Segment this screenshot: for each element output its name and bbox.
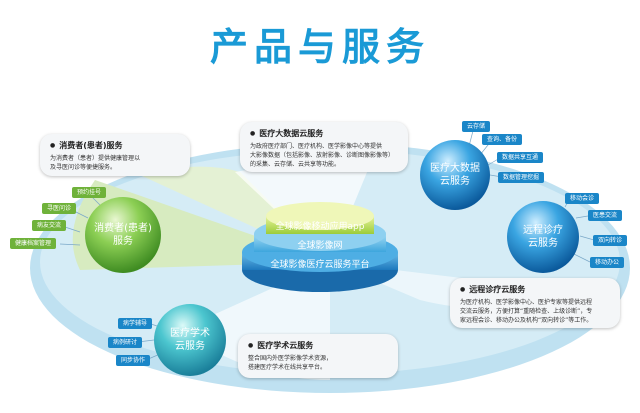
bigdata-card-title: 医疗大数据云服务 bbox=[250, 128, 398, 139]
tag-appointment: 预约挂号 bbox=[72, 187, 107, 198]
tag-patient-exchange: 病友交流 bbox=[32, 220, 67, 231]
tag-collaboration: 同步协作 bbox=[116, 355, 151, 366]
remote-card-desc-1: 为医疗机构、医学影像中心、医护专家等提供远程 bbox=[460, 299, 593, 306]
remote-sphere bbox=[507, 201, 579, 273]
tag-case-discussion: 病例研讨 bbox=[108, 337, 143, 348]
tag-query-backup: 查询、备份 bbox=[482, 134, 523, 145]
tag-data-mining: 数据管理挖掘 bbox=[498, 172, 545, 183]
tag-health-records: 健康档案管理 bbox=[10, 238, 57, 249]
remote-card-desc-2: 交流云服务，方便打算“重随检查、上级诊断”，专 bbox=[460, 308, 593, 315]
consumer-card-title: 消费者(患者)服务 bbox=[50, 140, 180, 151]
academic-sphere bbox=[154, 304, 226, 376]
tag-referral: 双向转诊 bbox=[593, 235, 628, 246]
academic-card-desc-1: 整合国内外医学影像学术资源， bbox=[248, 355, 333, 362]
consumer-sphere bbox=[85, 197, 161, 273]
remote-card: 远程诊疗云服务 为医疗机构、医学影像中心、医护专家等提供远程 交流云服务，方便打… bbox=[450, 278, 620, 328]
layer-label-cloud-platform: 全球影像医疗云服务平台 bbox=[270, 260, 370, 270]
tag-consultation: 寻医问诊 bbox=[42, 203, 77, 214]
consumer-card-desc-2: 及寻医问诊等便捷服务。 bbox=[50, 164, 117, 171]
tag-mobile-office: 移动办公 bbox=[590, 257, 625, 268]
academic-card: 医疗学术云服务 整合国内外医学影像学术资源， 搭建医疗学术在线共享平台。 bbox=[238, 334, 398, 378]
tag-data-sharing: 数据共享互通 bbox=[497, 152, 544, 163]
layer-label-app: 全球影像移动应用app bbox=[275, 222, 365, 232]
bigdata-card-desc-1: 为政府医疗部门、医疗机构、医学影像中心等提供 bbox=[250, 143, 383, 150]
bigdata-card-desc-2: 大影像数据（包括影像、放射影像、诊断图像影像等） bbox=[250, 152, 395, 159]
tag-mobile-consult: 移动会诊 bbox=[565, 193, 600, 204]
remote-card-title: 远程诊疗云服务 bbox=[460, 284, 610, 295]
bigdata-card-desc-3: 的采集、云存储、云共享等功能。 bbox=[250, 161, 341, 168]
tag-cloud-storage: 云存储 bbox=[462, 121, 491, 132]
consumer-card-desc-1: 为消费者（患者）提供健康管理以 bbox=[50, 155, 141, 162]
tag-doctor-patient: 医患交流 bbox=[588, 210, 623, 221]
bigdata-sphere bbox=[420, 140, 490, 210]
academic-card-desc-2: 搭建医疗学术在线共享平台。 bbox=[248, 364, 327, 371]
remote-card-desc-3: 家远程会诊、移动办公及机构“双向转诊”等工作。 bbox=[460, 317, 593, 324]
consumer-card: 消费者(患者)服务 为消费者（患者）提供健康管理以 及寻医问诊等便捷服务。 bbox=[40, 134, 190, 176]
tag-tutoring: 病学辅导 bbox=[118, 318, 153, 329]
bigdata-card: 医疗大数据云服务 为政府医疗部门、医疗机构、医学影像中心等提供 大影像数据（包括… bbox=[240, 122, 408, 172]
page-title: 产品与服务 bbox=[209, 25, 430, 69]
layer-label-network: 全球影像网 bbox=[297, 241, 343, 251]
academic-card-title: 医疗学术云服务 bbox=[248, 340, 388, 351]
